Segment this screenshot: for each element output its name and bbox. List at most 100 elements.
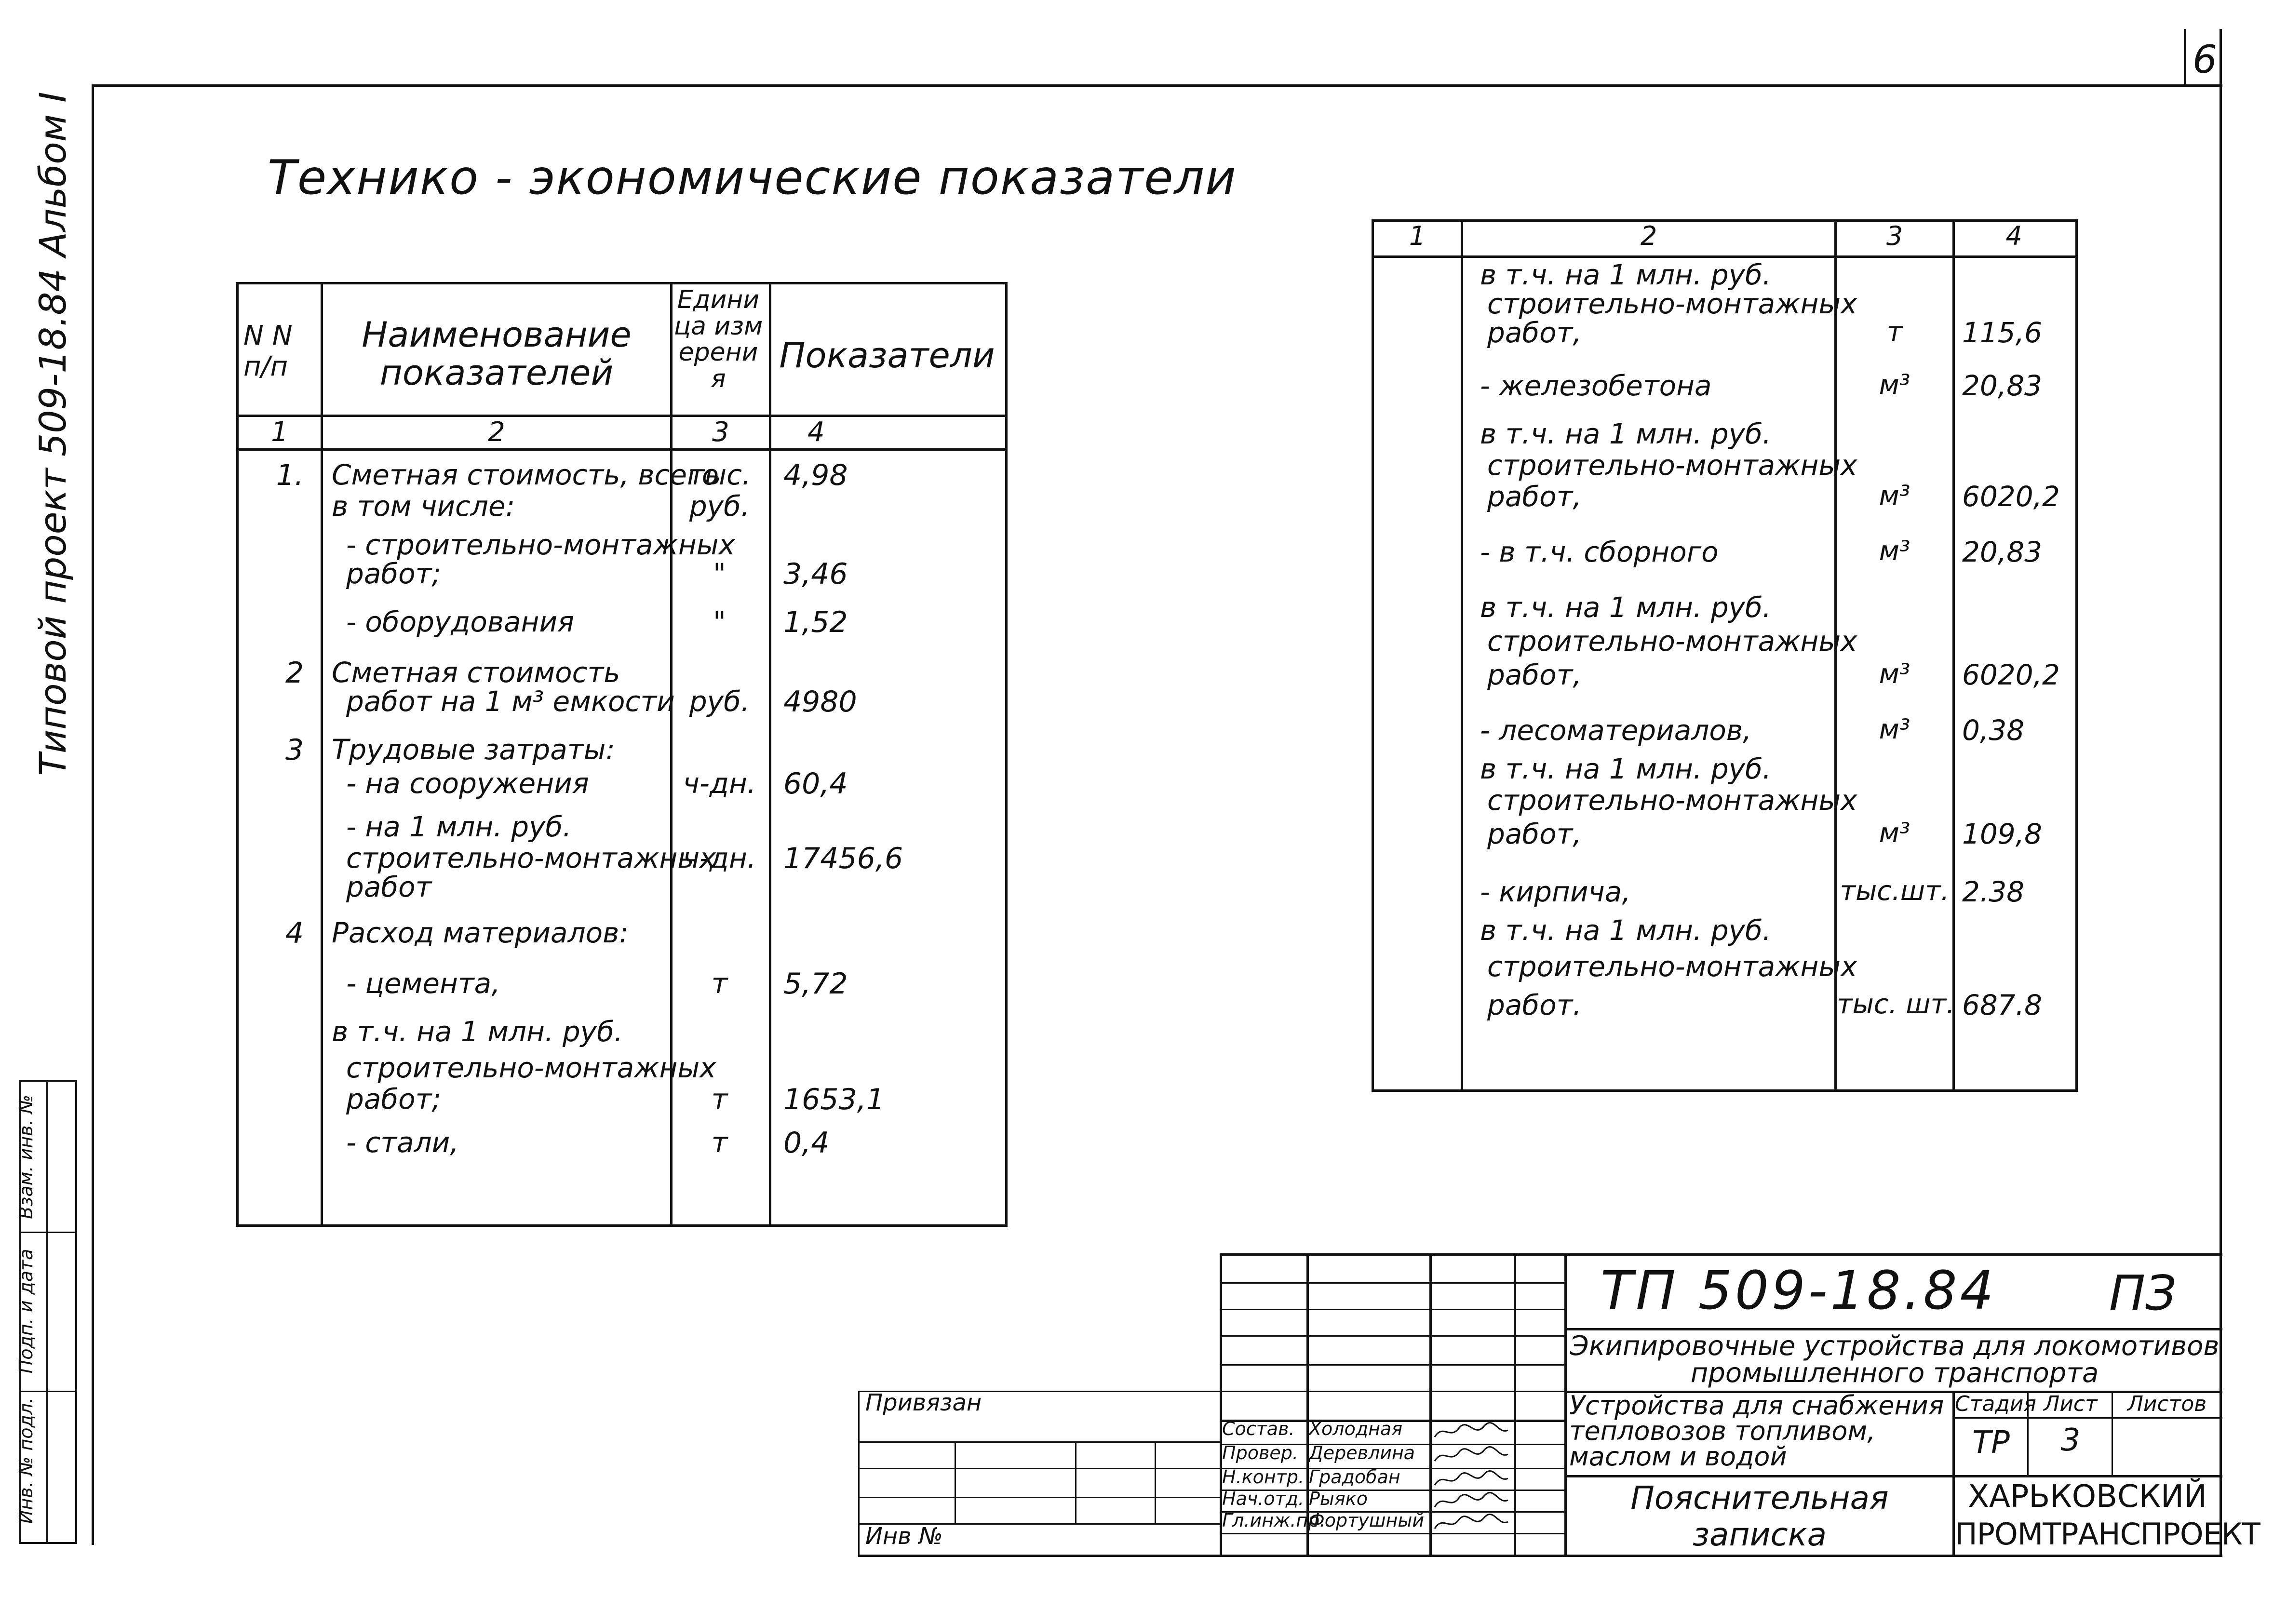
bound-col-1 [955,1441,956,1523]
table1-cell-name: - цемента, [346,967,500,1000]
tb-stage-sep-1 [2027,1391,2029,1475]
table1-cell-unit: ч-дн. [683,842,756,874]
signature-name: Деревлина [1309,1442,1415,1463]
table2-cell-unit: тыс.шт. [1840,875,1950,907]
table1-cell-name: работ на 1 м³ емкости [346,685,675,718]
table2-cell-name: в т.ч. на 1 млн. руб. [1480,752,1772,785]
table1-cell-name: Трудовые затраты: [332,733,615,766]
table1-cell-unit: руб. [689,490,750,523]
table2-cell-name: строительно-монтажных [1487,625,1857,658]
table2-col-sep-3 [1952,219,1955,1089]
table2-cell-value: 687.8 [1962,989,2043,1021]
tb-organization-2: ПРОМТРАНСПРОЕКТ [1955,1517,2260,1552]
table1-cell-value: 3,46 [783,557,848,591]
table2-colnum-line [1372,255,2075,258]
handwritten-signature [1434,1422,1508,1437]
table2-cell-name: работ, [1487,316,1582,349]
table1-cell-name: работ [346,871,432,903]
bound-row-1 [858,1441,1220,1443]
table2-cell-name: строительно-монтажных [1487,784,1857,817]
table2-cell-name: в т.ч. на 1 млн. руб. [1480,417,1772,450]
signature-name: Фортушный [1309,1510,1425,1531]
tb-sig-row-1 [1220,1282,1564,1284]
table1-col-sep-1 [321,282,323,1224]
handwritten-signature [1434,1514,1508,1529]
table2-col-sep-2 [1834,219,1837,1089]
table1-cell-name: работ; [346,557,441,590]
table1-cell-name: в том числе: [332,490,515,523]
table2-cell-value: 6020,2 [1962,480,2060,513]
bound-top-line [858,1391,1220,1392]
tb-sig-row-3 [1220,1335,1564,1337]
tb-sheets-label: Листов [2127,1392,2207,1416]
tb-sig-col-4 [1514,1253,1516,1557]
table1-colnum-2: 2 [488,416,505,448]
side-field-vline [46,1080,48,1543]
table1-cell-name: в т.ч. на 1 млн. руб. [332,1015,623,1048]
tb-main-left-line [1564,1253,1567,1557]
handwritten-signature [1434,1492,1508,1507]
table1-cell-name: Сметная стоимость [332,656,620,689]
table1-border [236,282,1008,1227]
tb-stage-header-line [1952,1417,2222,1419]
table2-colnum-1: 1 [1409,221,1426,251]
table1-cell-num: 3 [285,733,304,767]
table1-cell-name: строительно-монтажных [346,842,716,874]
table1-colnum-line [236,448,1005,451]
table2-col-sep-1 [1461,219,1463,1089]
table2-cell-unit: м³ [1879,658,1910,690]
tb-designation: ТП 509-18.84 [1601,1260,1997,1321]
table1-cell-num: 1. [276,458,304,492]
table1-header-unit: Единица измерения [673,285,763,393]
table2-cell-value: 2.38 [1962,875,2025,908]
side-field-sign: Подп. и дата [15,1248,37,1374]
table1-cell-name: - на 1 млн. руб. [346,810,572,843]
tb-sig-row-4 [1220,1364,1564,1366]
table2-cell-name: в т.ч. на 1 млн. руб. [1480,591,1772,624]
signature-name: Градобан [1309,1466,1400,1488]
table2-cell-name: работ, [1487,480,1582,513]
table2-cell-name: в т.ч. на 1 млн. руб. [1480,258,1772,291]
table2-cell-name: строительно-монтажных [1487,287,1857,320]
handwritten-signature [1434,1446,1508,1462]
right-frame-line [2220,29,2222,1557]
tb-stage-sep-2 [2112,1391,2113,1475]
table1-cell-unit: тыс. [688,458,751,491]
tb-sig-left-line [1220,1253,1222,1557]
table2-cell-unit: тыс. шт. [1837,989,1955,1020]
table1-colnum-4: 4 [807,416,825,448]
table1-cell-value: 1,52 [783,605,848,639]
bound-row-3 [858,1497,1220,1498]
table1-cell-unit: " [713,557,726,590]
tb-doc-code: ПЗ [2109,1265,2177,1321]
table2-cell-name: в т.ч. на 1 млн. руб. [1480,914,1772,947]
top-edge-line [92,84,2222,87]
table1-cell-unit: ч-дн. [683,767,756,800]
project-label: Типовой проект 509-18.84 Альбом I [31,92,75,776]
table2-cell-value: 20,83 [1962,536,2043,568]
tb-top-line [1220,1253,2222,1256]
table2-cell-unit: м³ [1879,818,1910,849]
tb-designation-line [1564,1328,2222,1330]
table1-header-value: Показатели [779,335,995,376]
table1-cell-num: 4 [285,916,304,950]
signature-name: Холодная [1309,1418,1403,1439]
table2-cell-name: работ. [1487,989,1582,1021]
table1-cell-name: - строительно-монтажных [346,528,735,561]
bound-label: Привязан [865,1389,982,1416]
table2-cell-unit: м³ [1879,480,1910,511]
table2-cell-unit: т [1886,316,1903,348]
table1-cell-name: работ; [346,1083,441,1115]
bound-left-line [858,1391,860,1555]
tb-sig-row-9 [1220,1490,1564,1491]
signature-role: Гл.инж.пр. [1222,1510,1326,1531]
table2-colnum-2: 2 [1640,221,1657,251]
table1-cell-value: 5,72 [783,967,848,1001]
tb-stage-col-line [1952,1391,1955,1555]
bound-col-2 [1075,1441,1076,1523]
signature-name: Рыяко [1309,1488,1368,1509]
tb-object-name: Устройства для снабжения тепловозов топл… [1569,1390,1944,1472]
table2-cell-name: строительно-монтажных [1487,449,1857,482]
handwritten-signature [1434,1470,1508,1486]
table1-colnum-3: 3 [712,416,729,448]
